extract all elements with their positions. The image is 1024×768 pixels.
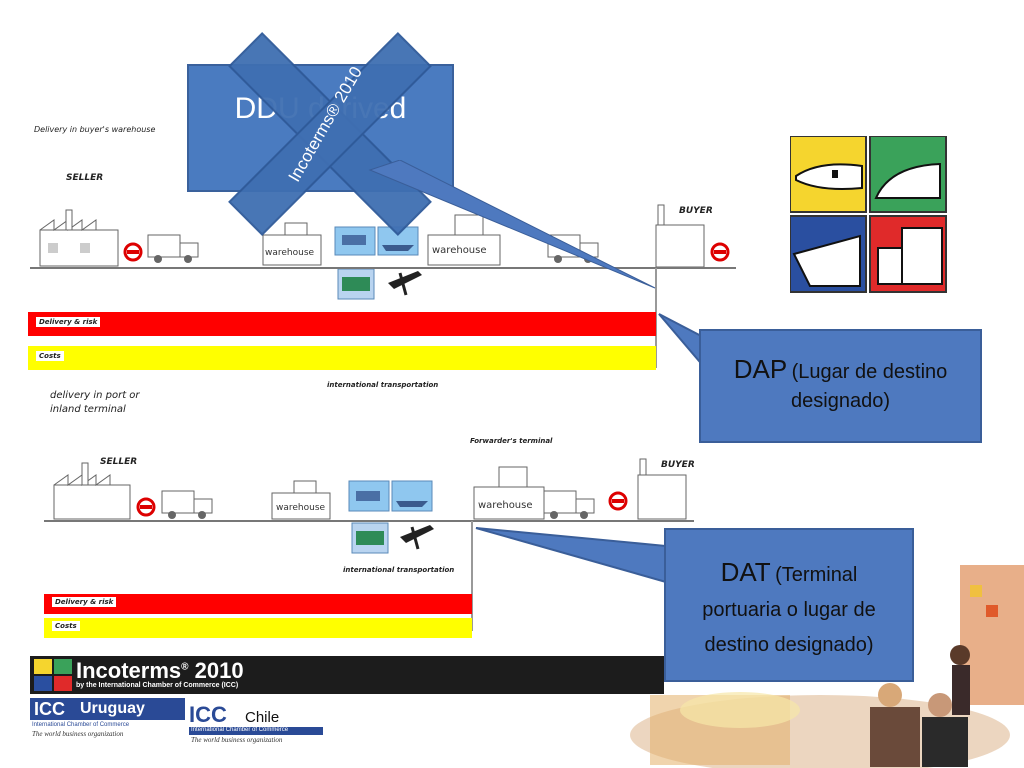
uruguay-sub2: The world business organization [32, 730, 124, 738]
chile-sub2: The world business organization [191, 736, 283, 744]
dap-desc-b: designado) [791, 390, 890, 412]
warehouse-1b-label: warehouse [276, 503, 326, 513]
warehouse-2-label: warehouse [432, 245, 487, 256]
transport-icons [334, 226, 422, 300]
bottom-caption-1: delivery in port or [50, 390, 140, 401]
dap-term: DAP [733, 354, 788, 384]
bottom-transport-label: international transportation [343, 566, 455, 574]
callout-dat: DAT (Terminal portuaria o lugar de desti… [664, 528, 914, 682]
warehouse-2b-label: warehouse [478, 500, 533, 511]
transport-modes-grid [790, 136, 947, 293]
dat-term: DAT [720, 557, 771, 587]
bottom-costs-label: Costs [52, 621, 80, 631]
bottom-scene [44, 458, 694, 554]
top-seller-label: SELLER [66, 173, 104, 183]
callout-dap: DAP (Lugar de destino designado) [699, 329, 982, 443]
transport-icons-b [348, 480, 434, 554]
truck-icon-b2 [543, 490, 595, 519]
bottom-caption-2: inland terminal [50, 404, 126, 415]
top-risk-bar: Delivery & risk [28, 312, 656, 336]
warehouse-1b-icon [271, 480, 331, 520]
bottom-buyer-label: BUYER [661, 460, 695, 470]
incoterms-banner: Incoterms® 2010 by the International Cha… [30, 656, 664, 694]
banner-title: Incoterms [76, 658, 182, 683]
icc-uruguay-logo: ICC Uruguay International Chamber of Com… [30, 698, 185, 742]
buyer-factory-icon [655, 204, 705, 268]
dat-desc-c: destino designado) [704, 634, 874, 656]
uruguay-name: Uruguay [80, 700, 145, 717]
top-costs-bar: Costs [28, 346, 656, 370]
chile-name: Chile [245, 709, 280, 726]
bottom-risk-bar: Delivery & risk [44, 594, 472, 614]
uruguay-icc: ICC [34, 699, 65, 719]
uruguay-sub1: International Chamber of Commerce [32, 722, 130, 728]
banner-year: 2010 [194, 658, 244, 683]
business-collage-image [630, 565, 1024, 768]
warehouse-2-icon [427, 214, 501, 266]
bottom-seller-label: SELLER [100, 457, 138, 467]
seller-factory-icon [39, 209, 119, 267]
dap-desc-a: (Lugar de destino [791, 361, 948, 383]
banner-sub: by the International Chamber of Commerce… [76, 682, 239, 689]
dat-desc-a: (Terminal [775, 564, 858, 586]
warehouse-1-icon [262, 222, 322, 266]
warehouse-2b-icon [473, 466, 545, 520]
top-caption: Delivery in buyer's warehouse [34, 125, 156, 134]
buyer-factory-icon-b [637, 458, 687, 520]
warehouse-1-label: warehouse [265, 248, 315, 258]
truck-icon [147, 234, 199, 263]
top-costs-label: Costs [36, 351, 64, 361]
top-buyer-label: BUYER [679, 206, 713, 216]
chile-sub1: International Chamber of Commerce [189, 727, 323, 735]
forwarder-label: Forwarder's terminal [470, 437, 553, 445]
seller-factory-icon-b [53, 462, 131, 520]
truck-icon-b [161, 490, 213, 519]
title-pointer [368, 160, 656, 289]
dat-desc-b: portuaria o lugar de [702, 599, 876, 621]
bottom-risk-label: Delivery & risk [52, 597, 117, 607]
top-risk-label: Delivery & risk [36, 317, 101, 327]
top-scene [30, 204, 736, 300]
icc-chile-logo: ICC Chile International Chamber of Comme… [189, 700, 323, 744]
top-transport-label: international transportation [327, 381, 439, 389]
bottom-delivery-line [471, 521, 473, 631]
banner-logo-icon [34, 659, 72, 691]
bottom-costs-bar: Costs [44, 618, 472, 638]
top-delivery-line [655, 268, 657, 368]
chile-icc: ICC [189, 702, 227, 727]
